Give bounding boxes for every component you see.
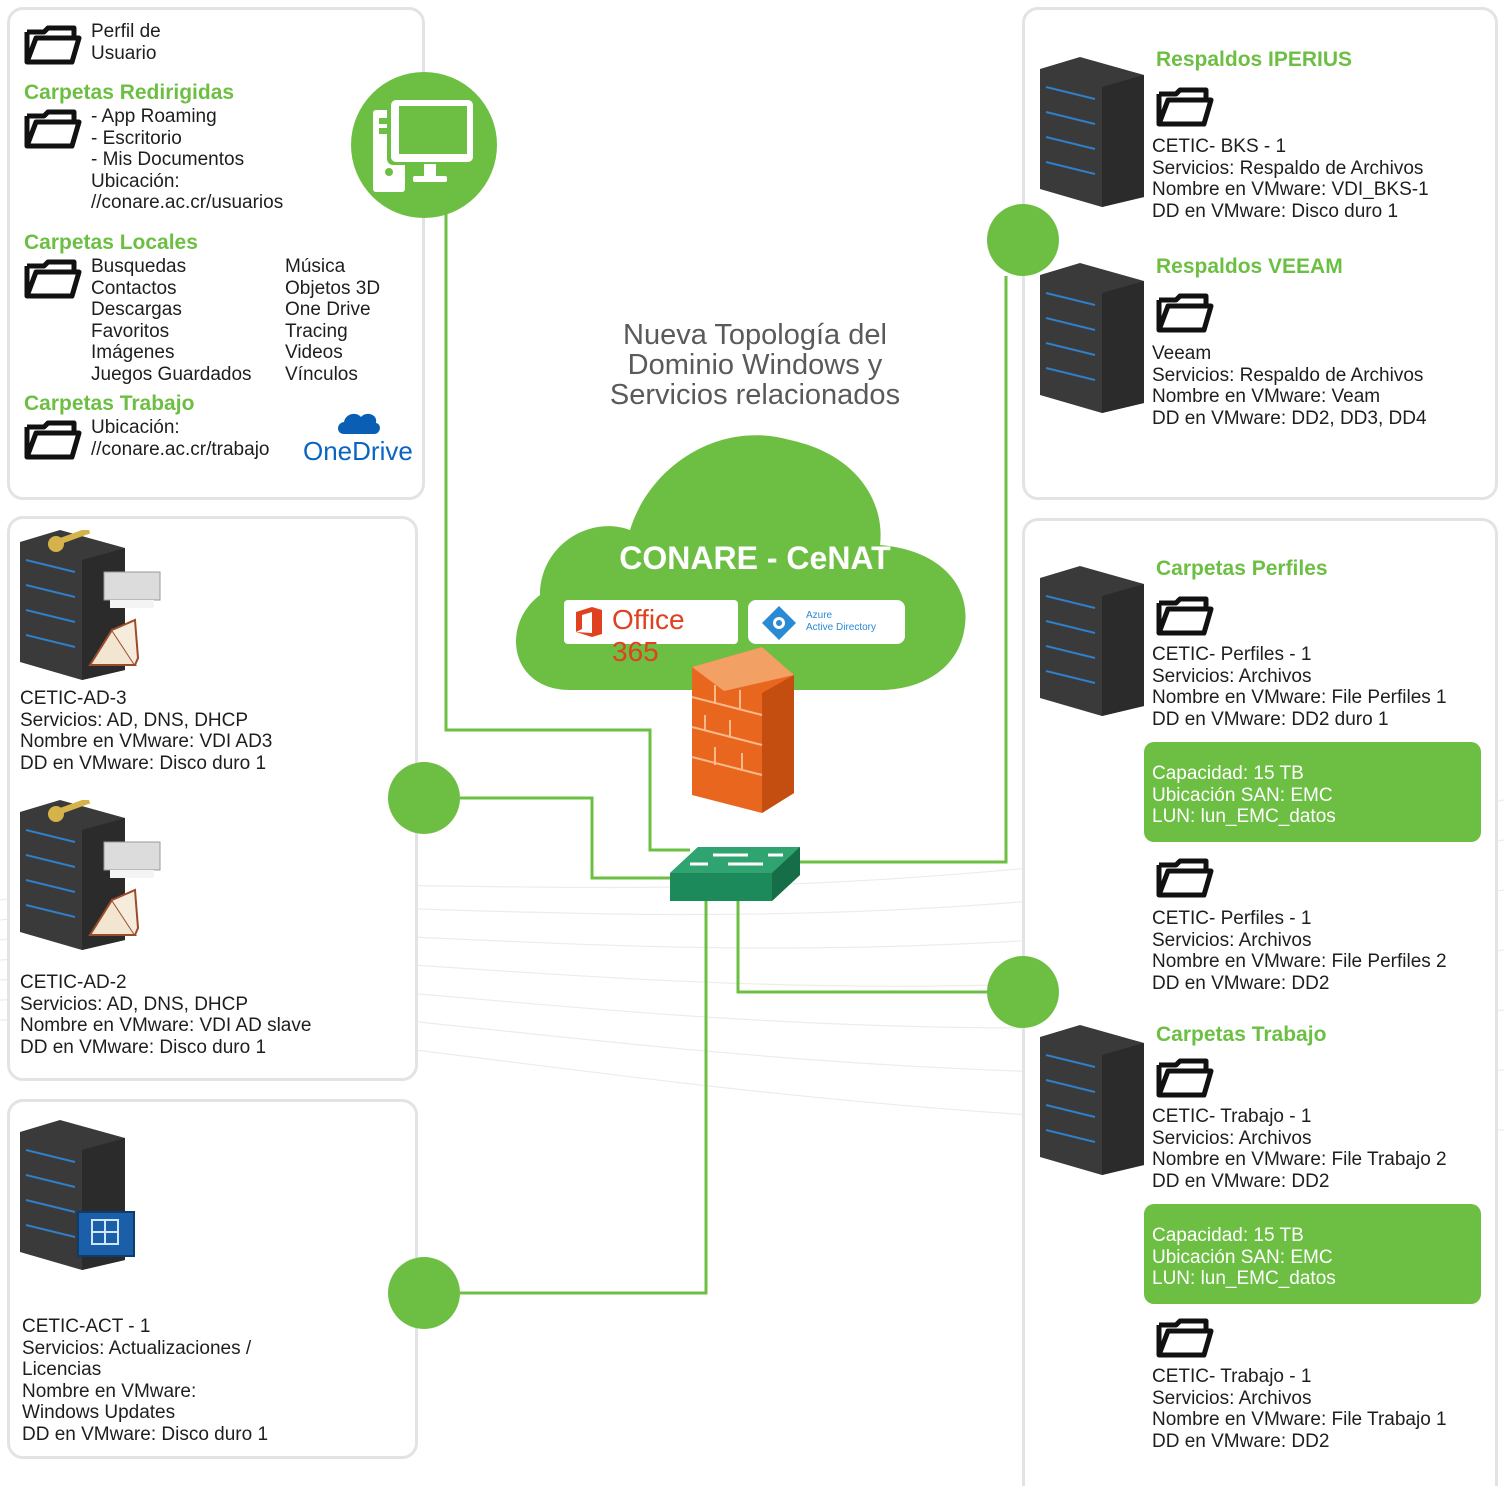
ad2-text: CETIC-AD-2 Servicios: AD, DNS, DHCP Nomb… <box>20 972 312 1058</box>
folder-icon <box>24 420 82 460</box>
carpetas-locales-col2: Música Objetos 3D One Drive Tracing Vide… <box>285 256 381 385</box>
cloud-label: CONARE - CeNAT <box>619 540 891 576</box>
azure-ad-badge: Azure Active Directory <box>748 600 905 644</box>
diagram-title: Nueva Topología del Dominio Windows y Se… <box>560 320 950 410</box>
onedrive-logo: OneDrive <box>303 436 413 466</box>
carpetas-trabajo-text: Ubicación: //conare.ac.cr/trabajo <box>91 417 270 460</box>
folder-icon <box>24 109 82 149</box>
folder-icon <box>1156 596 1214 636</box>
trabajo-text-2: CETIC- Trabajo - 1 Servicios: Archivos N… <box>1152 1366 1447 1452</box>
folder-icon <box>24 25 82 65</box>
title-line-1: Nueva Topología del <box>623 319 887 351</box>
office-icon <box>576 607 602 637</box>
office365-label: Office 365 <box>612 604 685 667</box>
folder-icon <box>24 259 82 299</box>
perfil-usuario-label: Perfil de Usuario <box>91 21 161 64</box>
connector-dot <box>987 204 1059 276</box>
update-server-icon <box>20 1120 135 1270</box>
firewall-icon <box>691 647 794 813</box>
server-icon <box>1040 263 1144 413</box>
azure-line-2: Active Directory <box>806 622 877 633</box>
ad3-text: CETIC-AD-3 Servicios: AD, DNS, DHCP Nomb… <box>20 688 273 774</box>
ad-server-icon <box>20 800 161 950</box>
connector-dot <box>388 1257 460 1329</box>
azure-line-1: Azure <box>806 610 833 621</box>
server-icon <box>1040 566 1144 716</box>
folder-icon <box>1156 1058 1214 1098</box>
carpetas-redirigidas-text: - App Roaming - Escritorio - Mis Documen… <box>91 106 284 213</box>
trabajo-storage-box: Capacidad: 15 TB Ubicación SAN: EMC LUN:… <box>1144 1204 1481 1304</box>
carpetas-trabajo-title: Carpetas Trabajo <box>24 392 195 415</box>
trabajo-text-1: CETIC- Trabajo - 1 Servicios: Archivos N… <box>1152 1106 1447 1192</box>
perfiles-title: Carpetas Perfiles <box>1156 557 1328 580</box>
trabajo-title: Carpetas Trabajo <box>1156 1023 1327 1046</box>
folder-icon <box>1156 858 1214 898</box>
server-icon <box>1040 57 1144 207</box>
title-line-3: Servicios relacionados <box>609 379 901 411</box>
carpetas-redirigidas-title: Carpetas Redirigidas <box>24 81 235 104</box>
ad-server-icon <box>20 530 161 680</box>
network-switch-icon <box>670 847 800 901</box>
folder-icon <box>1156 293 1214 333</box>
act-text: CETIC-ACT - 1 Servicios: Actualizaciones… <box>22 1316 269 1445</box>
connector-dot <box>987 956 1059 1028</box>
computer-icon <box>373 97 477 192</box>
folder-icon <box>1156 1318 1214 1358</box>
office365-badge: Office 365 <box>564 600 738 667</box>
azure-ad-label: Azure Active Directory <box>806 610 876 634</box>
veeam-text: Veeam Servicios: Respaldo de Archivos No… <box>1152 343 1427 429</box>
title-line-2: Dominio Windows y <box>627 349 883 381</box>
perfiles-storage-box: Capacidad: 15 TB Ubicación SAN: EMC LUN:… <box>1144 742 1481 842</box>
azure-ad-icon <box>762 606 796 640</box>
server-icon <box>1040 1025 1144 1175</box>
iperius-title: Respaldos IPERIUS <box>1156 48 1353 71</box>
veeam-title: Respaldos VEEAM <box>1156 255 1343 278</box>
carpetas-locales-title: Carpetas Locales <box>24 231 198 254</box>
computer-node <box>351 72 497 218</box>
connector-dot <box>388 762 460 834</box>
carpetas-locales-col1: Busquedas Contactos Descargas Favoritos … <box>91 256 252 385</box>
perfiles-text-2: CETIC- Perfiles - 1 Servicios: Archivos … <box>1152 908 1447 994</box>
folder-icon <box>1156 87 1214 127</box>
perfiles-text-1: CETIC- Perfiles - 1 Servicios: Archivos … <box>1152 644 1447 730</box>
onedrive-cloud-icon <box>338 413 380 434</box>
iperius-text: CETIC- BKS - 1 Servicios: Respaldo de Ar… <box>1152 136 1429 222</box>
